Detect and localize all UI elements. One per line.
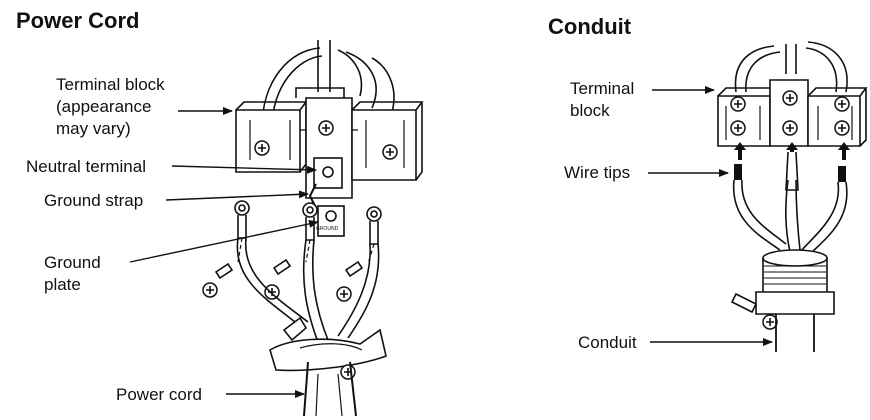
terminal-block-label: Terminal block (appearance may vary) (56, 75, 165, 138)
power-cord-title: Power Cord (16, 8, 140, 33)
ground-strap-label: Ground strap (44, 191, 144, 210)
conduit-fitting (730, 249, 835, 352)
power-cord-illustration: GROUND (202, 40, 424, 417)
center-terminal-screw-icon (318, 120, 334, 136)
conduit-leaders (648, 86, 773, 346)
conduit-illustration (717, 41, 868, 352)
wire-tips-label: Wire tips (564, 163, 631, 182)
conduit-label: Conduit (578, 333, 637, 352)
cord-wires (236, 237, 380, 343)
ring-terminals (234, 200, 382, 245)
right-terminal-screw-icon (382, 144, 398, 160)
ground-plate-label: Ground plate (44, 253, 101, 294)
terminal-block (235, 87, 424, 199)
conduit-terminal-block (717, 79, 868, 147)
power-cord-leaders (129, 107, 319, 398)
insert-arrows (734, 142, 850, 160)
loose-screws (202, 258, 364, 302)
conduit-title: Conduit (548, 14, 632, 39)
strain-relief-clamp (269, 316, 387, 380)
ground-plate-screw (325, 210, 337, 222)
neutral-terminal-hole (322, 166, 334, 178)
power-cord-jacket (303, 361, 357, 417)
conduit-terminal-block-label: Terminal block (570, 79, 635, 120)
neutral-terminal-label: Neutral terminal (26, 157, 146, 176)
ground-connector (785, 151, 799, 191)
ground-stamp: GROUND (316, 226, 339, 232)
left-terminal-screw-icon (254, 140, 270, 156)
power-cord-label: Power cord (116, 385, 202, 404)
